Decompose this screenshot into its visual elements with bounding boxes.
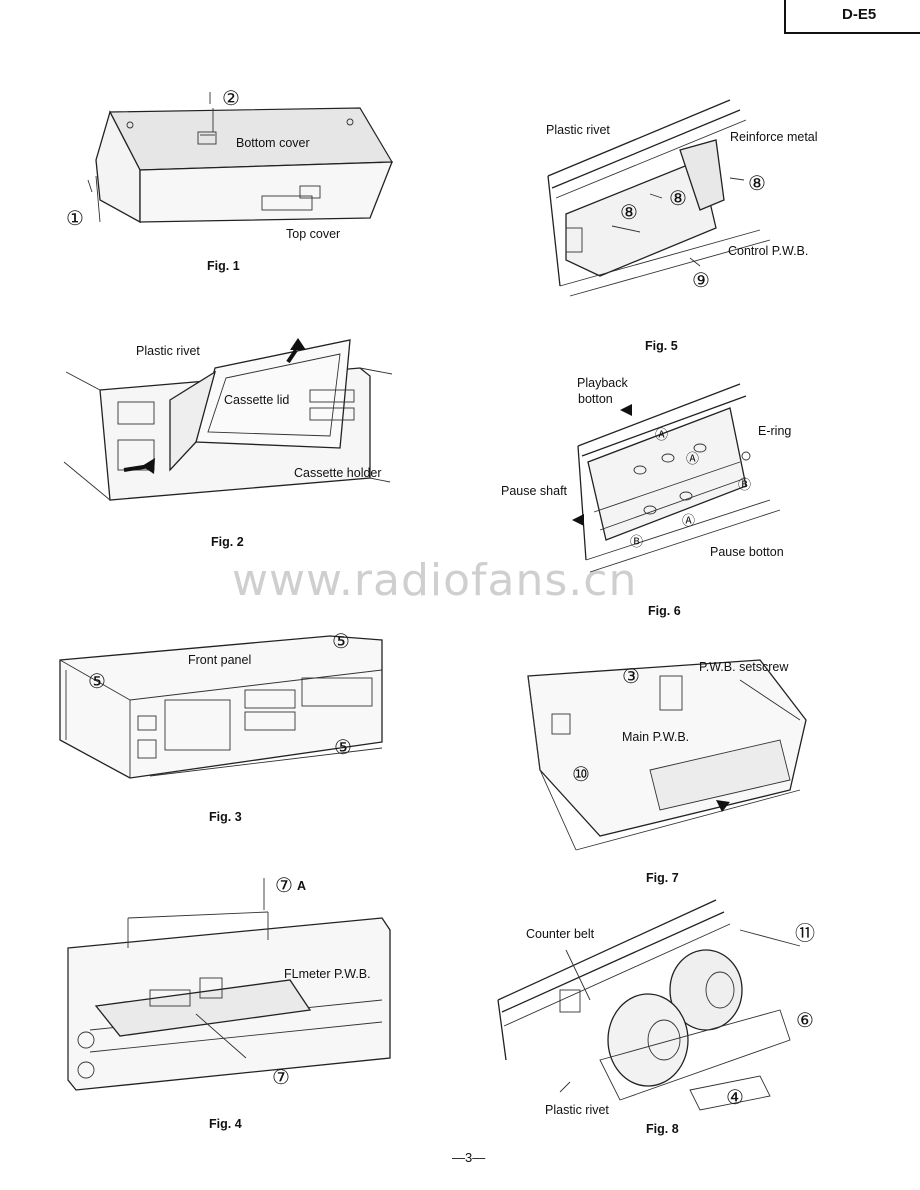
marker-a-1: Ⓐ <box>655 427 669 442</box>
callout-8-right: ⑧ <box>748 171 766 195</box>
fig2-drawing <box>63 338 393 501</box>
callout-4: ④ <box>726 1085 744 1109</box>
marker-b-2: Ⓑ <box>630 534 644 549</box>
fig8-label-counter-belt: Counter belt <box>526 927 595 941</box>
callout-10: ⑩ <box>572 762 590 786</box>
fig6-caption: Fig. 6 <box>648 604 681 618</box>
callout-1: ① <box>66 206 84 230</box>
callout-7: ⑦ <box>272 1065 290 1089</box>
fig6-label-botton: botton <box>578 392 613 406</box>
callout-5-bottom: ⑤ <box>334 735 352 759</box>
fig5-caption: Fig. 5 <box>645 339 678 353</box>
fig3-drawing <box>59 635 383 779</box>
fig1-label-top-cover: Top cover <box>286 227 341 241</box>
marker-b-1: Ⓑ <box>738 477 752 492</box>
page-number: —3— <box>452 1150 486 1165</box>
fig8-label-plastic-rivet: Plastic rivet <box>545 1103 609 1117</box>
fig2-label-plastic-rivet: Plastic rivet <box>136 344 200 358</box>
fig5-label-control-pwb: Control P.W.B. <box>728 244 809 258</box>
fig6-label-e-ring: E-ring <box>758 424 792 438</box>
fig3-label-front-panel: Front panel <box>188 653 252 667</box>
callout-6: ⑥ <box>796 1008 814 1032</box>
callout-7a: ⑦ <box>275 873 293 897</box>
fig5-drawing <box>547 99 771 297</box>
callout-8-center: ⑧ <box>669 186 687 210</box>
fig7-label-pwb-setscrew: P.W.B. setscrew <box>699 660 789 674</box>
fig4-drawing <box>67 878 391 1091</box>
marker-a-3: Ⓐ <box>682 513 696 528</box>
fig1-drawing <box>87 92 394 224</box>
fig7-caption: Fig. 7 <box>646 871 679 885</box>
callout-7a-suffix: A <box>297 879 307 893</box>
fig1-label-bottom-cover: Bottom cover <box>236 136 310 150</box>
callout-11: ⑪ <box>795 921 815 945</box>
marker-a-2: Ⓐ <box>686 451 700 466</box>
watermark: www.radiofans.cn <box>232 555 638 606</box>
callout-5-left: ⑤ <box>88 669 106 693</box>
fig2-label-cassette-holder: Cassette holder <box>294 466 382 480</box>
fig5-label-plastic-rivet: Plastic rivet <box>546 123 610 137</box>
callout-5-top: ⑤ <box>332 629 350 653</box>
fig4-label-fl-meter: FLmeter P.W.B. <box>284 967 371 981</box>
callout-2: ② <box>222 86 240 110</box>
fig2-label-cassette-lid: Cassette lid <box>224 393 290 407</box>
fig7-label-main-pwb: Main P.W.B. <box>622 730 690 744</box>
fig5-label-reinforce-metal: Reinforce metal <box>730 130 818 144</box>
fig6-label-pause-shaft: Pause shaft <box>501 484 568 498</box>
fig8-caption: Fig. 8 <box>646 1122 679 1136</box>
fig6-label-pause-botton: Pause botton <box>710 545 784 559</box>
model-number: D-E5 <box>842 6 877 23</box>
callout-8-left: ⑧ <box>620 200 638 224</box>
fig8-drawing <box>497 899 801 1111</box>
fig6-drawing <box>572 383 781 573</box>
fig6-label-playback: Playback <box>577 376 628 390</box>
fig2-caption: Fig. 2 <box>211 535 244 549</box>
model-box <box>784 0 920 34</box>
fig1-caption: Fig. 1 <box>207 259 240 273</box>
fig7-drawing <box>527 659 807 851</box>
callout-9: ⑨ <box>692 268 710 292</box>
fig4-caption: Fig. 4 <box>209 1117 242 1131</box>
fig3-caption: Fig. 3 <box>209 810 242 824</box>
callout-3: ③ <box>622 664 640 688</box>
